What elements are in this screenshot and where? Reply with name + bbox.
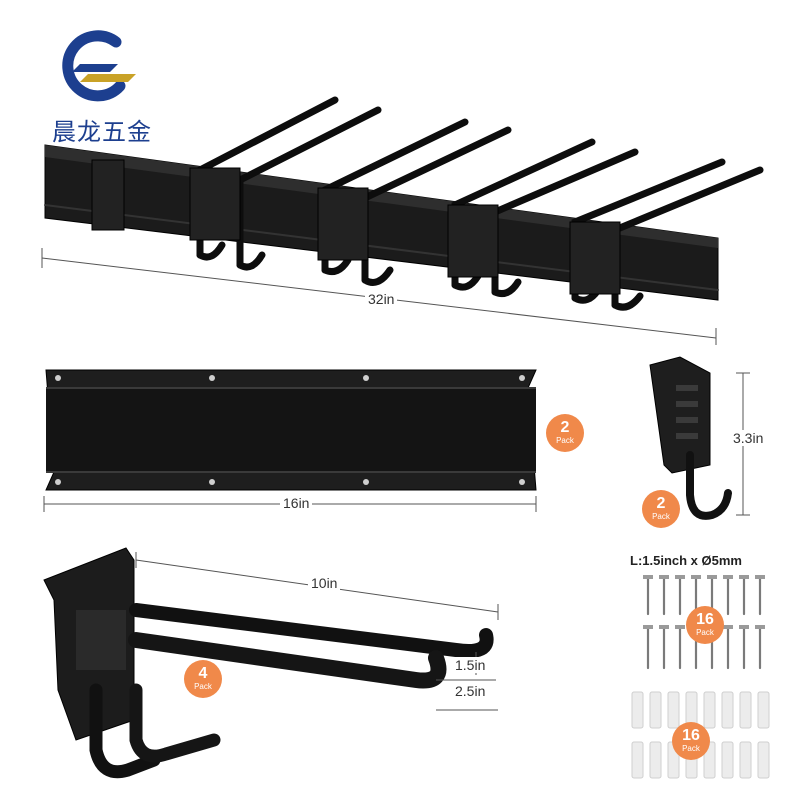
large-hook-length-label: 10in xyxy=(308,575,341,591)
rack-length-label: 32in xyxy=(365,291,398,307)
screws-image xyxy=(643,575,765,670)
brand-logo xyxy=(62,30,136,102)
small-hook-height-label: 3.3in xyxy=(730,430,767,446)
wall-anchors-image xyxy=(631,691,770,779)
large-hook-image xyxy=(43,547,499,779)
large-hook-gap-label: 1.5in xyxy=(452,657,489,673)
large-hook-width-label: 2.5in xyxy=(452,683,489,699)
brand-name: 晨龙五金 xyxy=(52,118,152,146)
rack-assembly-image xyxy=(41,96,764,345)
screw-spec-label: L:1.5inch x Ø5mm xyxy=(630,553,742,568)
rail-image xyxy=(43,369,537,512)
small-hook-image xyxy=(649,356,750,520)
rail-length-label: 16in xyxy=(280,495,313,511)
